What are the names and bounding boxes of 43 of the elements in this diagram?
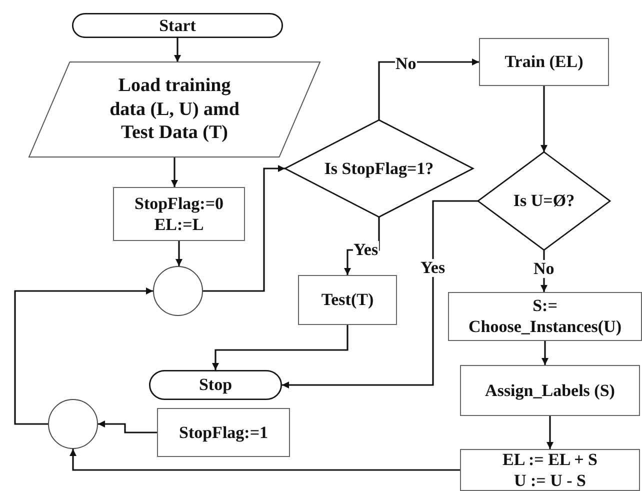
decision-diamond: [285, 120, 473, 217]
process-box: [157, 408, 290, 457]
node-text: EL := EL + S: [502, 448, 598, 470]
node-text: S:= Choose_Instances(U): [468, 296, 622, 337]
arrow: [540, 86, 548, 152]
node-text: Start: [159, 14, 196, 36]
decision-diamond: [478, 152, 610, 250]
terminal-shape: [72, 13, 283, 38]
process-box: [460, 365, 640, 416]
node-text: Stop: [198, 374, 232, 396]
arrow: [176, 241, 182, 266]
node-text: Test(T): [321, 289, 374, 311]
node-text: U := U - S: [514, 470, 586, 491]
node-text: Load training data (L, U) amd Test Data (T): [108, 74, 240, 146]
edge-label: No: [532, 260, 556, 278]
arrow: [174, 38, 181, 62]
process-box: [460, 449, 640, 491]
process-box: [113, 187, 245, 241]
arrow: [70, 449, 460, 471]
process-box: [448, 292, 642, 341]
arrow: [14, 288, 153, 425]
arrow: [171, 157, 178, 187]
process-box: [479, 38, 609, 86]
node-text: StopFlag:=0: [134, 192, 224, 214]
node-text: Train (EL): [504, 51, 584, 73]
node-text: Is U=Ø?: [513, 190, 575, 212]
arrow: [203, 165, 285, 292]
connector-circle: [48, 399, 98, 449]
input-parallelogram: [29, 62, 320, 157]
node-text: Is StopFlag=1?: [324, 158, 434, 180]
arrow: [542, 341, 548, 365]
arrow: [212, 325, 348, 370]
node-text: EL:=L: [154, 214, 204, 236]
process-box: [298, 275, 397, 325]
node-text: Assign_Labels (S): [485, 380, 615, 402]
terminal-shape: [149, 370, 282, 400]
arrow: [546, 416, 554, 449]
connector-circle: [153, 266, 203, 316]
node-text: StopFlag:=1: [178, 422, 268, 444]
arrow: [378, 58, 479, 120]
arrow: [282, 200, 478, 388]
arrow: [98, 420, 157, 434]
edge-label: Yes: [420, 258, 446, 278]
